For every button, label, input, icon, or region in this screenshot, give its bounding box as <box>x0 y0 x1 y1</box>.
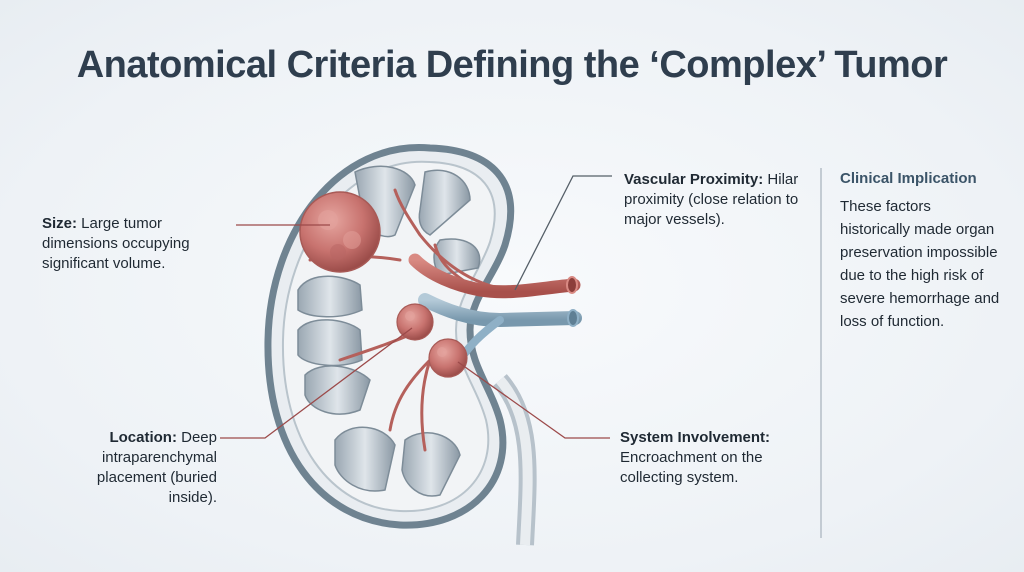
renal-artery <box>408 253 581 299</box>
page-title: Anatomical Criteria Defining the ‘Comple… <box>76 44 948 86</box>
label-size-heading: Size: <box>42 215 78 232</box>
label-vascular-text: Hilar proximity (close relation to major… <box>624 171 799 228</box>
label-system-heading: System Involvement: <box>620 429 771 446</box>
label-system-involvement: System Involvement: Encroachment on the … <box>620 428 800 488</box>
label-location: Location: Deep intraparenchymal placemen… <box>60 428 217 508</box>
panel-title: Clinical Implication <box>840 170 977 187</box>
tumor-hilar <box>428 338 468 378</box>
tumor-central <box>396 303 434 341</box>
clinical-implication-panel: Clinical Implication These factors histo… <box>840 170 1000 333</box>
label-vascular-proximity: Vascular Proximity: Hilar proximity (clo… <box>624 170 804 230</box>
label-size-text: Large tumor dimensions occupying signifi… <box>42 215 190 272</box>
tumor-large <box>299 191 381 273</box>
leader-system <box>457 361 610 439</box>
panel-divider <box>820 168 822 538</box>
leader-vascular <box>514 175 612 291</box>
label-location-text: Deep intraparenchymal placement (buried … <box>96 429 217 506</box>
label-system-text: Encroachment on the collecting system. <box>620 449 763 486</box>
label-size: Size: Large tumor dimensions occupying s… <box>42 214 242 274</box>
label-location-heading: Location: <box>109 429 177 446</box>
panel-body: These factors historically made organ pr… <box>840 198 1000 330</box>
label-vascular-heading: Vascular Proximity: <box>624 171 764 188</box>
leader-location <box>220 327 413 439</box>
